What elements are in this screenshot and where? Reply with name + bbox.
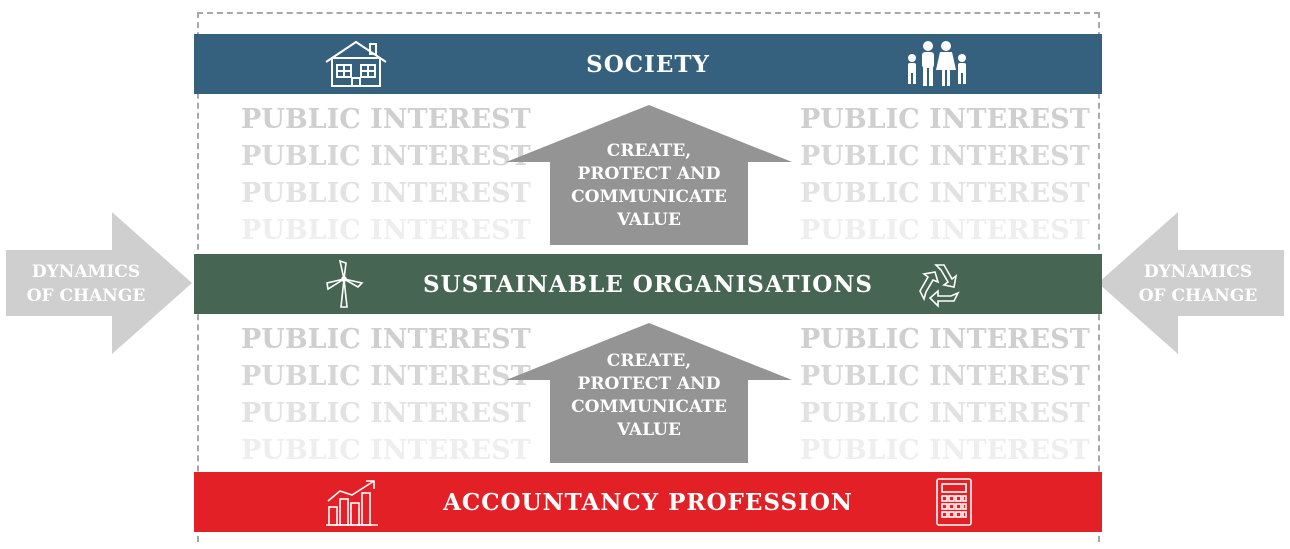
arrow-text-line: VALUE <box>617 210 681 230</box>
bar-chart-growth-icon <box>324 472 380 532</box>
arrow-text-line: CREATE, <box>606 351 692 371</box>
public-interest-text: PUBLIC INTEREST <box>800 104 1090 135</box>
public-interest-block-upper-left: PUBLIC INTEREST PUBLIC INTEREST PUBLIC I… <box>241 101 531 249</box>
sustainable-organisations-band: SUSTAINABLE ORGANISATIONS <box>194 254 1102 314</box>
calculator-icon <box>934 472 974 532</box>
wind-turbine-icon <box>324 254 364 314</box>
public-interest-text: PUBLIC INTEREST <box>800 215 1090 246</box>
sustainable-organisations-label: SUSTAINABLE ORGANISATIONS <box>423 270 873 298</box>
public-interest-text: PUBLIC INTEREST <box>241 435 531 466</box>
house-icon <box>324 34 388 94</box>
accountancy-profession-band: ACCOUNTANCY PROFESSION <box>194 472 1102 532</box>
dynamics-of-change-arrow-right: DYNAMICS OF CHANGE <box>1098 212 1286 354</box>
public-interest-text: PUBLIC INTEREST <box>241 324 531 355</box>
dynamics-of-change-arrow-left: DYNAMICS OF CHANGE <box>6 212 194 354</box>
public-interest-text: PUBLIC INTEREST <box>800 361 1090 392</box>
society-label: SOCIETY <box>586 50 710 78</box>
public-interest-text: PUBLIC INTEREST <box>800 324 1090 355</box>
side-arrow-line-2: OF CHANGE <box>26 286 146 306</box>
public-interest-block-upper-right: PUBLIC INTEREST PUBLIC INTEREST PUBLIC I… <box>800 101 1090 249</box>
public-interest-block-lower-right: PUBLIC INTEREST PUBLIC INTEREST PUBLIC I… <box>800 321 1090 469</box>
public-interest-text: PUBLIC INTEREST <box>241 398 531 429</box>
side-arrow-line-1: DYNAMICS <box>31 262 141 282</box>
recycle-icon <box>916 254 968 314</box>
arrow-text-line: PROTECT AND <box>577 164 721 184</box>
public-interest-text: PUBLIC INTEREST <box>800 178 1090 209</box>
public-interest-block-lower-left: PUBLIC INTEREST PUBLIC INTEREST PUBLIC I… <box>241 321 531 469</box>
public-interest-text: PUBLIC INTEREST <box>241 361 531 392</box>
family-icon <box>902 34 972 94</box>
accountancy-profession-label: ACCOUNTANCY PROFESSION <box>443 488 853 516</box>
create-value-arrow-lower: CREATE, PROTECT AND COMMUNICATE VALUE <box>506 323 792 463</box>
public-interest-text: PUBLIC INTEREST <box>800 398 1090 429</box>
create-value-arrow-upper: CREATE, PROTECT AND COMMUNICATE VALUE <box>506 105 792 245</box>
public-interest-text: PUBLIC INTEREST <box>800 141 1090 172</box>
side-arrow-line-2: OF CHANGE <box>1138 286 1258 306</box>
arrow-text-line: COMMUNICATE <box>571 397 727 417</box>
arrow-text-line: CREATE, <box>606 141 692 161</box>
public-interest-text: PUBLIC INTEREST <box>241 104 531 135</box>
arrow-text-line: VALUE <box>617 420 681 440</box>
public-interest-text: PUBLIC INTEREST <box>800 435 1090 466</box>
public-interest-text: PUBLIC INTEREST <box>241 178 531 209</box>
society-band: SOCIETY <box>194 34 1102 94</box>
arrow-text-line: PROTECT AND <box>577 374 721 394</box>
public-interest-text: PUBLIC INTEREST <box>241 141 531 172</box>
public-interest-text: PUBLIC INTEREST <box>241 215 531 246</box>
side-arrow-line-1: DYNAMICS <box>1143 262 1253 282</box>
arrow-text-line: COMMUNICATE <box>571 187 727 207</box>
